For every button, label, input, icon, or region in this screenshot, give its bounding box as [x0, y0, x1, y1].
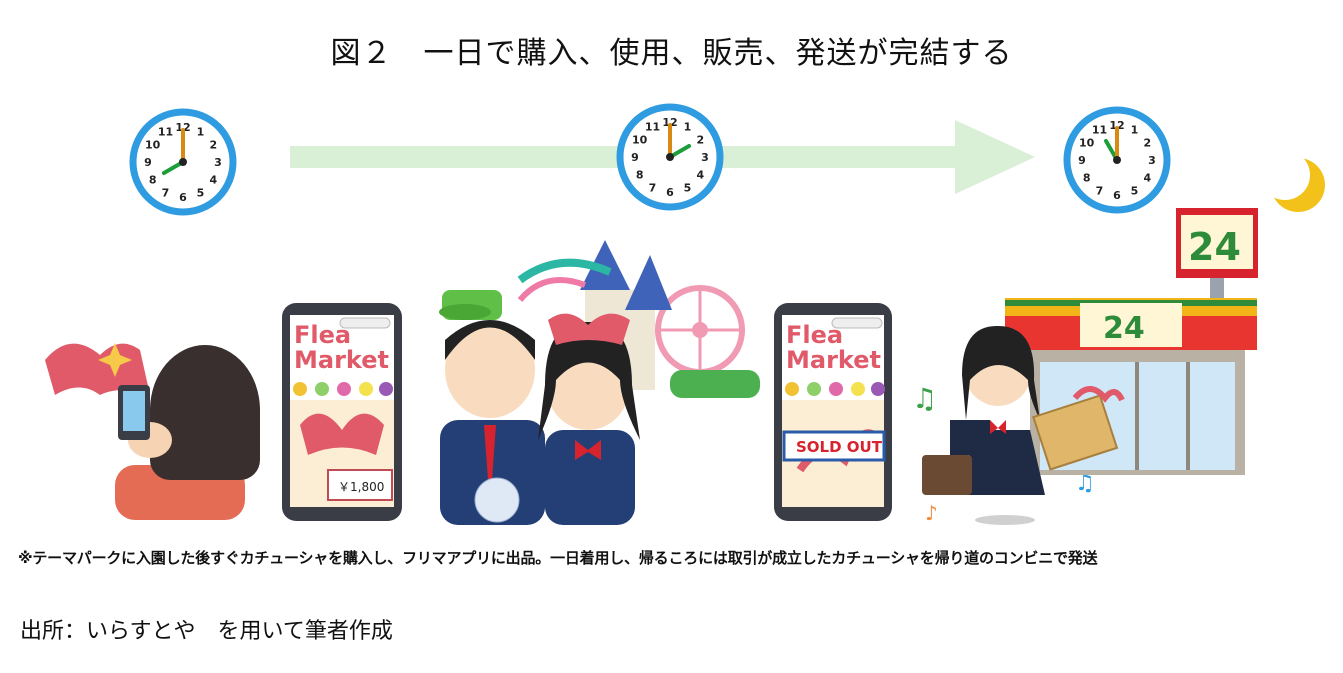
clock-numeral: 6 [179, 191, 187, 204]
clock-numeral: 10 [632, 134, 648, 147]
running-student [922, 325, 1125, 525]
clock-numeral: 8 [636, 169, 644, 182]
clock-numeral: 9 [631, 151, 639, 164]
clock-numeral: 2 [209, 139, 217, 152]
clock-numeral: 3 [1148, 154, 1156, 167]
clock-numeral: 10 [145, 139, 161, 152]
clock-numeral: 7 [1096, 184, 1104, 197]
clock-numeral: 9 [1078, 154, 1086, 167]
phone-left-app-line2: Market [294, 346, 389, 374]
clock-numeral: 5 [1131, 184, 1139, 197]
couple [439, 290, 640, 525]
clock-numeral: 4 [209, 174, 217, 187]
clock-numeral: 12 [662, 116, 677, 129]
clock-numeral: 10 [1079, 137, 1095, 150]
clock-numeral: 11 [158, 126, 173, 139]
clock-numeral: 4 [1143, 172, 1151, 185]
music-note-icon: ♫ [912, 382, 937, 415]
clock-numeral: 12 [175, 121, 190, 134]
clock-numeral: 7 [162, 186, 170, 199]
figure-caption: ※テーマパークに入園した後すぐカチューシャを購入し、フリマアプリに出品。一日着用… [18, 549, 1098, 567]
phone-left: Flea Market ￥1,800 [282, 303, 402, 521]
clock-numeral: 1 [684, 121, 692, 134]
store-sign-top: 24 [1188, 225, 1241, 269]
clock-numeral: 4 [696, 169, 704, 182]
clock-numeral: 3 [214, 156, 222, 169]
clock-numeral: 8 [1083, 172, 1091, 185]
music-note-icon: ♪ [925, 501, 938, 525]
clock-numeral: 5 [197, 186, 205, 199]
clock-numeral: 8 [149, 174, 157, 187]
phone-right: Flea Market SOLD OUT [774, 303, 892, 521]
clock-numeral: 11 [1092, 124, 1107, 137]
phone-right-app-line1: Flea [786, 321, 843, 349]
clock-numeral: 7 [649, 181, 657, 194]
person-taking-photo [45, 343, 260, 520]
music-note-icon: ♫ [1075, 471, 1095, 496]
clock-numeral: 2 [1143, 137, 1151, 150]
clock-numeral: 12 [1109, 119, 1124, 132]
clock-numeral: 1 [197, 126, 205, 139]
clock-numeral: 6 [666, 186, 674, 199]
clock-numeral: 5 [684, 181, 692, 194]
store-sign-front: 24 [1103, 311, 1145, 346]
figure-source: 出所：いらすとや を用いて筆者作成 [20, 619, 393, 644]
clock-numeral: 3 [701, 151, 709, 164]
clock-numeral: 11 [645, 121, 660, 134]
clock-numeral: 9 [144, 156, 152, 169]
color-dots-right [785, 382, 885, 396]
package-icon [1032, 386, 1125, 471]
figure-title: 図２ 一日で購入、使用、販売、発送が完結する [330, 36, 1013, 71]
phone-right-app-line2: Market [786, 346, 881, 374]
clock-numeral: 2 [696, 134, 704, 147]
clock-numeral: 1 [1131, 124, 1139, 137]
moon-icon [1260, 150, 1325, 212]
sold-out-label: SOLD OUT [796, 438, 883, 456]
phone-left-app-line1: Flea [294, 321, 351, 349]
clock-numeral: 6 [1113, 189, 1121, 202]
color-dots [293, 382, 393, 396]
price-label: ￥1,800 [338, 480, 384, 494]
